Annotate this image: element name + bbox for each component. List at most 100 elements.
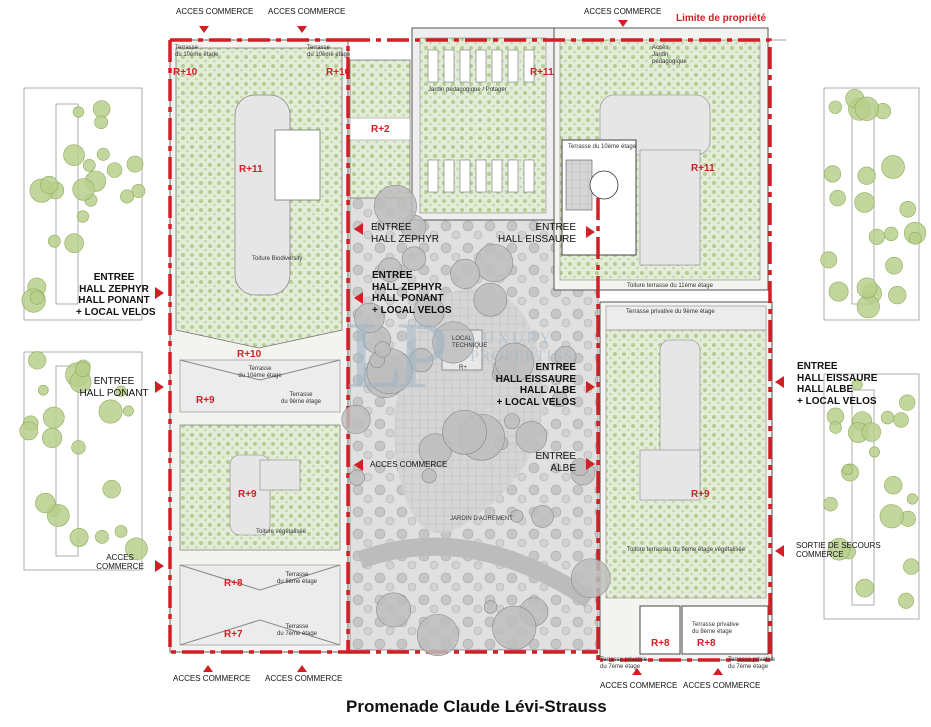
neighbour-tree xyxy=(820,251,838,269)
watermark-text-2: PROPERTIES xyxy=(470,348,574,365)
courtyard-tree xyxy=(475,243,514,283)
entrance-center-eissaure-big: ENTREE HALL EISSAURE HALL ALBE + LOCAL V… xyxy=(486,362,576,408)
entrance-center-eissaure-big-l4: + LOCAL VELOS xyxy=(496,396,576,408)
neighbour-tree xyxy=(884,476,903,495)
courtyard-tree xyxy=(376,592,412,628)
neighbour-tree xyxy=(72,106,85,118)
neighbour-tree xyxy=(906,493,918,505)
entrance-center-eissaure-big-l2: HALL EISSAURE xyxy=(495,373,576,385)
access-label-center: ACCES COMMERCE xyxy=(370,460,448,469)
note-garden-access-l3: pédagogique xyxy=(652,58,687,65)
note-private-terrace-7-b-l2: du 7ème étage xyxy=(728,663,769,670)
neighbour-tree xyxy=(823,165,842,183)
neighbour-tree xyxy=(851,378,863,391)
neighbour-tree xyxy=(828,281,849,302)
arrow-access-bottom-3 xyxy=(632,668,642,675)
r2-block xyxy=(349,59,411,199)
note-terrace-10-b-l2: du 10ème étage xyxy=(307,51,351,58)
entrance-center-albe: ENTREE ALBE xyxy=(520,451,576,474)
watermark-text-1: LUXURY xyxy=(470,330,554,347)
level-r8-bottom-1: R+8 xyxy=(651,638,670,649)
entrance-center-eissaure-big-l1: ENTREE xyxy=(535,362,576,373)
garden-bed xyxy=(475,159,487,193)
arrow-access-top-2 xyxy=(297,26,307,33)
courtyard-tree xyxy=(374,184,417,228)
arrow-right-eissaure xyxy=(775,376,784,388)
neighbour-tree xyxy=(879,504,904,529)
arrow-center-zephyr xyxy=(354,223,363,235)
courtyard-tree xyxy=(432,321,475,364)
bottom-right-building xyxy=(599,301,773,661)
garden-bed xyxy=(523,159,535,193)
arrow-center-zephyr-big xyxy=(354,292,363,304)
garden-bed xyxy=(459,49,471,83)
neighbour-tree xyxy=(125,537,148,561)
neighbour-tree xyxy=(903,558,920,575)
neighbour-tree xyxy=(861,422,882,442)
arrow-left-access xyxy=(155,560,164,572)
note-technical-room-l2: TECHNIQUE xyxy=(452,342,488,349)
entrance-center-eissaure-l1: ENTREE xyxy=(535,222,576,233)
garden-bed xyxy=(475,49,487,83)
note-roof-vegetated: Toiture végétalisée xyxy=(256,529,307,535)
neighbour-tree xyxy=(19,421,39,441)
note-terrace-9-l1: Terrasse xyxy=(289,392,313,398)
exit-right-line-1: SORTIE DE SECOURS xyxy=(796,541,881,550)
note-private-terrace-9: Terrasse privative du 9ème étage xyxy=(626,309,715,315)
courtyard-tree xyxy=(492,605,537,650)
note-private-terrace-8-l1: Terrasse privative xyxy=(692,622,740,628)
courtyard-tree xyxy=(552,391,568,407)
garden-bed xyxy=(427,49,439,83)
neighbour-tree xyxy=(823,496,838,512)
promenade-title: Promenade Claude Lévi-Strauss xyxy=(346,697,607,716)
neighbour-tree xyxy=(37,384,49,396)
entrance-right-eissaure-l4: + LOCAL VELOS xyxy=(797,395,877,407)
garden-bed xyxy=(427,159,439,193)
note-roof-biodiversity: Toiture Biodiversity xyxy=(252,256,303,262)
courtyard-tree xyxy=(413,296,445,328)
note-roof-11: Toiture terrasse du 11ème étage xyxy=(627,283,713,289)
access-label-bottom-3: ACCES COMMERCE xyxy=(600,681,678,690)
garden-bed xyxy=(523,49,535,83)
exit-label-right: SORTIE DE SECOURS COMMERCE xyxy=(796,541,881,559)
neighbour-tree xyxy=(829,421,842,434)
neighbour-tree xyxy=(842,464,854,476)
level-r8: R+8 xyxy=(224,578,243,589)
courtyard-tree xyxy=(416,614,459,657)
courtyard-tree xyxy=(421,468,437,484)
courtyard-tree xyxy=(374,341,391,358)
neighbour-tree xyxy=(855,578,874,598)
entrance-center-albe-l2: ALBE xyxy=(550,462,576,474)
neighbour-tree xyxy=(29,290,44,305)
neighbour-tree xyxy=(76,210,90,223)
neighbour-tree xyxy=(856,295,880,319)
neighbour-tree xyxy=(40,175,59,195)
neighbour-tree xyxy=(92,100,111,118)
neighbour-tree xyxy=(96,147,110,161)
courtyard-tree xyxy=(494,342,535,382)
courtyard-tree xyxy=(483,600,498,614)
level-r10-mid: R+10 xyxy=(237,349,262,360)
arrow-left-ponant xyxy=(155,381,164,393)
garden-bed xyxy=(459,159,471,193)
garden-bed xyxy=(507,49,519,83)
courtyard-tree xyxy=(442,409,487,455)
pedagogical-garden-block xyxy=(411,27,555,221)
neighbour-tree xyxy=(98,399,123,424)
entrance-center-eissaure: ENTREE HALL EISSAURE xyxy=(490,222,576,245)
neighbour-tree xyxy=(106,162,123,178)
neighbour-tree xyxy=(102,479,121,499)
note-leisure-garden: JARDIN D'AGREMENT xyxy=(450,516,513,522)
entrance-center-zephyr-big: ENTREE HALL ZEPHYR HALL PONANT + LOCAL V… xyxy=(372,270,452,316)
neighbour-tree xyxy=(854,96,879,121)
note-garden-access-l2: Jardin xyxy=(652,51,669,58)
level-r11-right: R+11 xyxy=(691,163,715,174)
entrance-left-zephyr-l4: + LOCAL VELOS xyxy=(76,306,156,318)
